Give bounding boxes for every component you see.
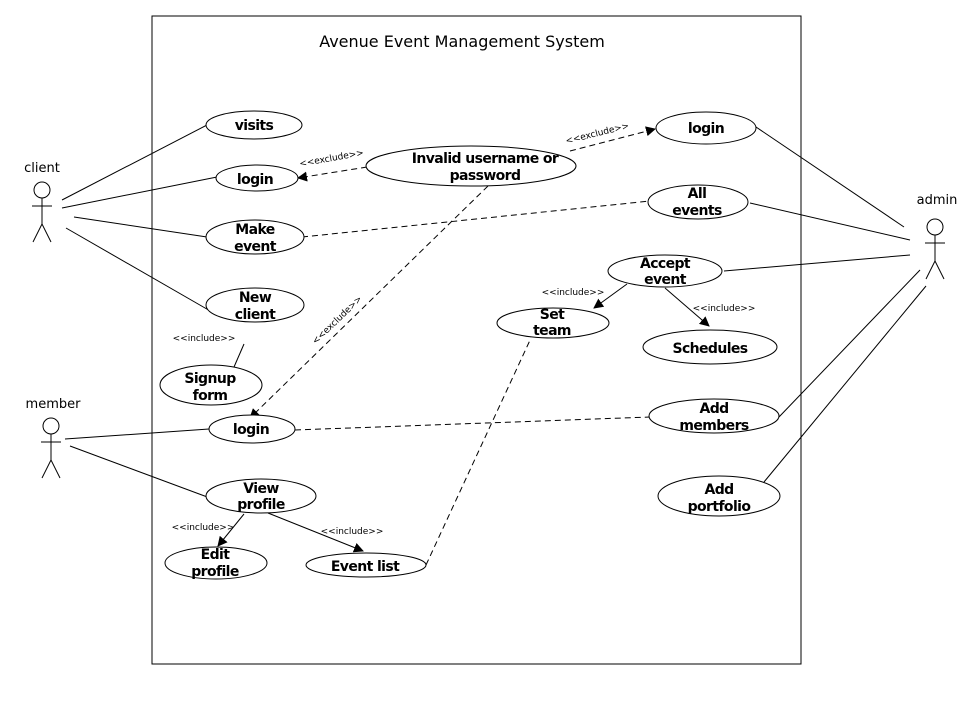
actor-admin-label: admin: [917, 193, 958, 208]
actor-member: [41, 417, 61, 479]
system-boundary: [151, 15, 802, 665]
system-title: Avenue Event Management System: [319, 32, 605, 51]
usecase-schedules-label: Schedules: [672, 341, 747, 357]
usecase-add-portfolio[interactable]: [657, 475, 781, 517]
actor-member-label: member: [26, 397, 82, 412]
usecase-admin-login[interactable]: [655, 111, 757, 145]
include-arrows: [217, 283, 710, 553]
stereotype-exclude-2: <<exclude>>: [565, 121, 631, 146]
stereotype-exclude-3: <<exclude>>: [311, 294, 365, 346]
usecase-visits-label: visits: [235, 118, 274, 134]
usecase-view-profile[interactable]: [205, 478, 317, 514]
usecase-admin-login-label: login: [688, 121, 724, 137]
usecase-new-client[interactable]: [205, 287, 305, 323]
usecase-member-login-label: login: [233, 422, 269, 438]
usecase-set-team[interactable]: [496, 307, 610, 339]
usecase-all-events[interactable]: [647, 184, 749, 220]
stereotype-include-setteam: <<include>>: [542, 288, 605, 298]
usecase-accept-event[interactable]: [607, 254, 723, 288]
usecase-event-list-label: Event list: [331, 559, 400, 575]
usecase-event-list[interactable]: [305, 552, 427, 578]
usecase-add-members[interactable]: [648, 398, 780, 434]
stereotype-include-signup: <<include>>: [173, 334, 236, 344]
stereotype-exclude-1: <<exclude>>: [299, 148, 365, 169]
stereotype-include-editprofile: <<include>>: [172, 523, 235, 533]
usecase-member-login[interactable]: [208, 414, 296, 444]
dependencies: [249, 126, 656, 566]
usecase-client-login-label: login: [237, 172, 273, 188]
actor-admin: [925, 218, 945, 280]
associations: [61, 124, 927, 499]
usecase-signup-form[interactable]: [159, 364, 263, 406]
usecase-make-event[interactable]: [205, 219, 305, 255]
usecase-client-login[interactable]: [215, 164, 299, 192]
usecase-schedules[interactable]: [642, 329, 778, 365]
usecase-edit-profile[interactable]: [164, 546, 268, 580]
actor-client: [32, 181, 52, 243]
stereotype-include-schedules: <<include>>: [693, 304, 756, 314]
actor-client-label: client: [24, 161, 60, 176]
stereotype-include-eventlist: <<include>>: [321, 527, 384, 537]
usecase-visits[interactable]: [205, 110, 303, 140]
usecase-invalid-credentials[interactable]: [365, 145, 577, 187]
